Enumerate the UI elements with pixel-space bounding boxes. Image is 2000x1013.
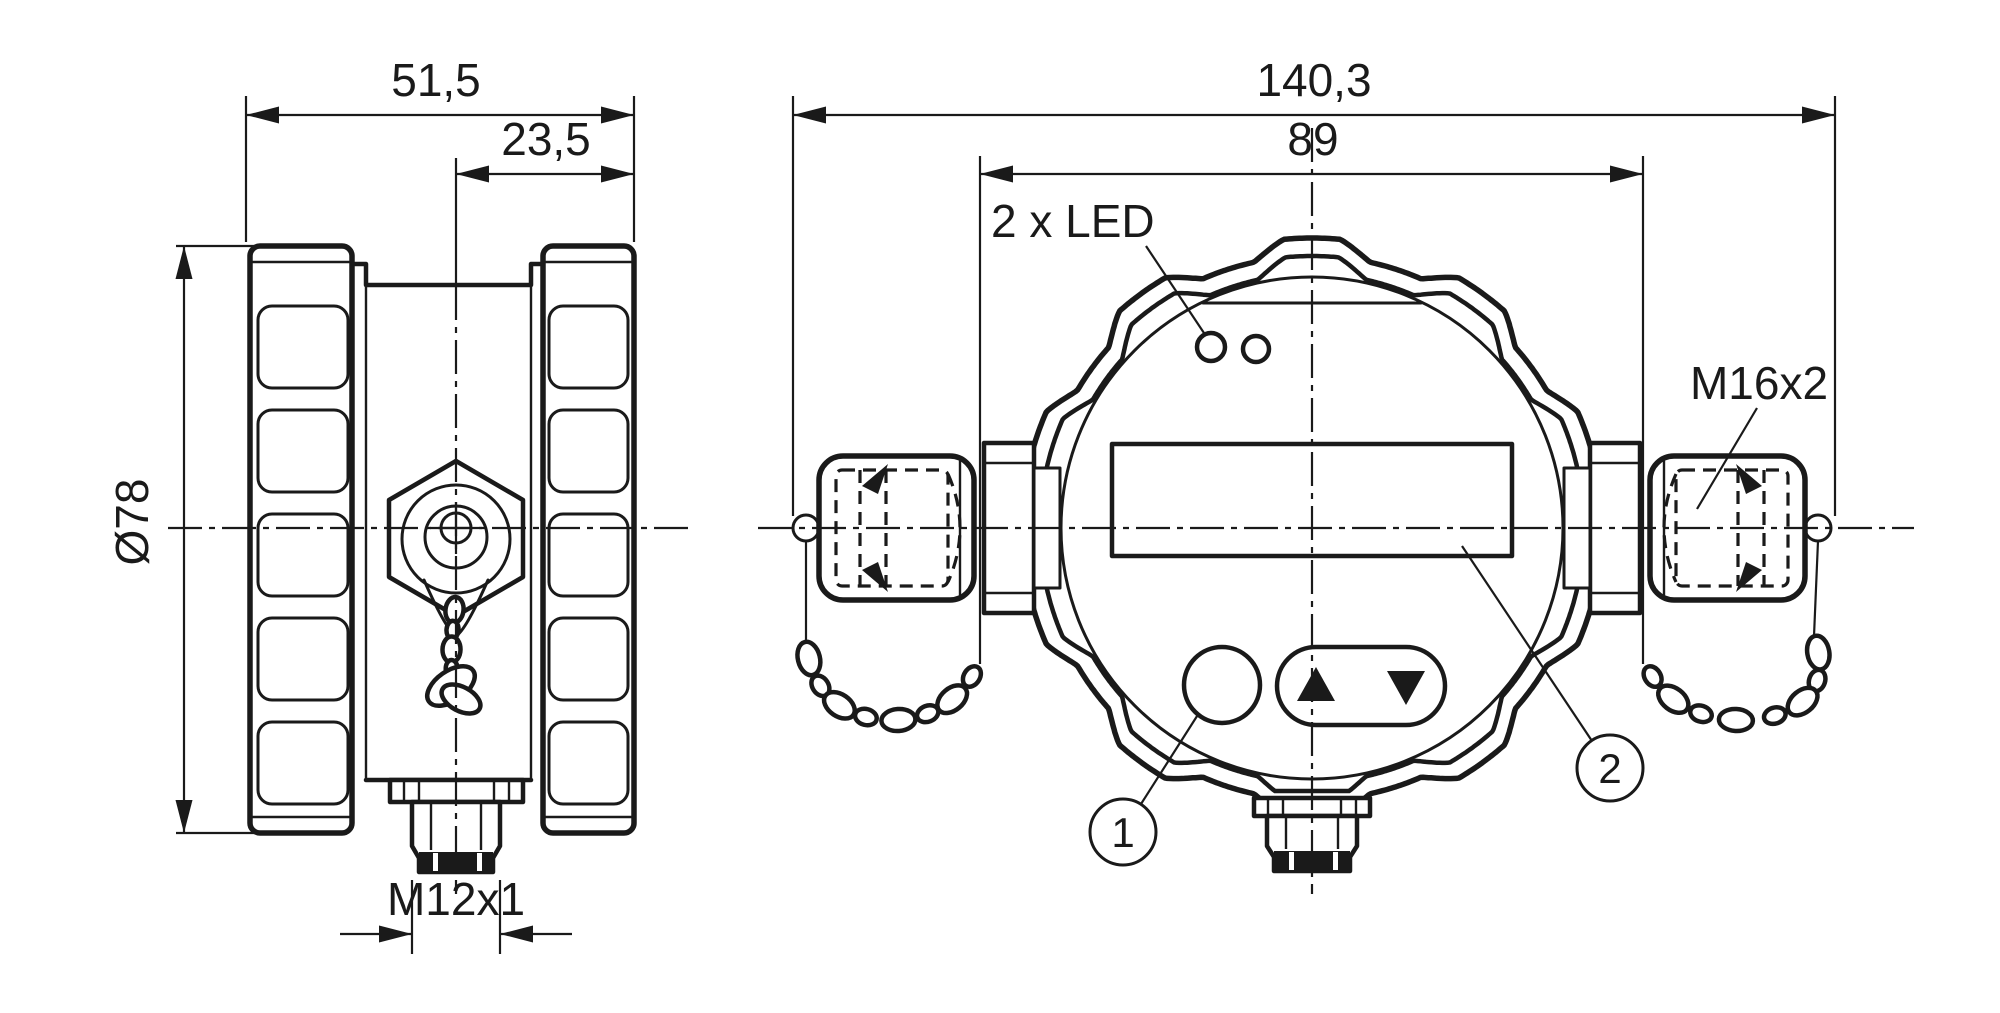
- chain-link: [852, 706, 879, 728]
- callout-2-circle: [1575, 733, 1645, 803]
- cap-chain: [1641, 633, 1832, 734]
- dimension-arrowhead: [175, 246, 193, 279]
- dim-label-m16: M16x2: [1690, 357, 1828, 409]
- chain-link: [795, 639, 823, 678]
- cap-hidden-arrow: [1736, 464, 1762, 494]
- cap-hidden-arrow: [862, 464, 888, 494]
- chain-link: [960, 664, 984, 689]
- knurl-band: [547, 304, 630, 390]
- side-port-assembly: [386, 458, 526, 716]
- left-port-assembly: [791, 440, 1062, 734]
- dimension-arrowhead: [246, 106, 279, 124]
- chain-link: [1716, 706, 1756, 734]
- dim-label-23-5: 23,5: [501, 113, 591, 165]
- cap-chain: [795, 639, 984, 734]
- thread-highlight: [433, 853, 438, 871]
- knurl-band: [256, 304, 350, 390]
- dim-label-51-5: 51,5: [391, 54, 481, 106]
- chain-link: [1656, 683, 1691, 715]
- thread-highlight: [1333, 852, 1338, 870]
- program-button: [1181, 644, 1263, 726]
- chain-link: [879, 706, 918, 734]
- down-arrow-icon: [1387, 671, 1425, 705]
- updown-button-pad: [1274, 644, 1448, 728]
- knurl-band: [547, 616, 630, 702]
- led-leader-line: [1145, 245, 1207, 337]
- knurl-bands-right: [547, 304, 630, 806]
- cap-hidden-arc: [946, 473, 962, 583]
- chain-link: [935, 683, 970, 716]
- dimension-arrowhead: [1802, 106, 1835, 124]
- rear-cap-ring: [540, 243, 637, 836]
- cap-hidden-arrow: [862, 562, 888, 592]
- chain-link: [1641, 664, 1664, 689]
- knurl-band: [256, 616, 350, 702]
- centerlines: [168, 128, 1914, 894]
- callout2-leader-line: [1461, 545, 1593, 742]
- knurl-band: [256, 512, 350, 598]
- knurl-band: [256, 720, 350, 806]
- dim-label-m12: M12x1: [387, 873, 525, 925]
- cap-hidden-arc: [1662, 473, 1678, 583]
- dimension-arrowhead: [793, 106, 826, 124]
- led-indicator-2: [1240, 333, 1272, 365]
- up-arrow-icon: [1297, 667, 1335, 701]
- dimension-arrowhead: [379, 925, 412, 943]
- chain-link: [1761, 705, 1788, 727]
- knurl-bands-left: [256, 304, 350, 806]
- thread-highlight: [1289, 852, 1294, 870]
- side-view: [247, 243, 637, 875]
- m16-leader-line: [1696, 407, 1758, 510]
- led-label: 2 x LED: [991, 195, 1155, 247]
- side-bottom-connector: [387, 777, 526, 875]
- led-indicator-1: [1194, 330, 1228, 364]
- dimension-arrowhead: [175, 800, 193, 833]
- callout-1-label: 1: [1111, 809, 1134, 856]
- housing-top-edge: [349, 261, 546, 288]
- knurl-band: [256, 408, 350, 494]
- knurl-band: [547, 720, 630, 806]
- chain-link: [1804, 633, 1832, 672]
- right-port-assembly: [1562, 440, 1833, 734]
- knurl-band: [547, 512, 630, 598]
- dimension-arrowhead: [980, 165, 1013, 183]
- dim-label-d78: Ø78: [106, 479, 158, 566]
- thread-highlight: [477, 853, 482, 871]
- chain-link: [1688, 703, 1714, 725]
- dimension-arrowhead: [601, 165, 634, 183]
- dim-label-89: 89: [1287, 113, 1338, 165]
- callout-1-circle: [1088, 797, 1158, 867]
- knurl-band: [547, 408, 630, 494]
- dimension-arrowhead: [456, 165, 489, 183]
- chain-end-loop: [439, 682, 483, 716]
- chain-hanger: [1812, 540, 1820, 637]
- dimension-arrows: [175, 106, 1835, 943]
- callout-2-label: 2: [1598, 745, 1621, 792]
- dimension-arrowhead: [1610, 165, 1643, 183]
- dimension-arrowhead: [500, 925, 533, 943]
- dim-label-140-3: 140,3: [1256, 54, 1371, 106]
- chain-link: [1785, 685, 1820, 718]
- cap-hidden-arrow: [1736, 562, 1762, 592]
- callout1-leader-line: [1140, 712, 1200, 805]
- annotation-layer: 1 2 51,5 23,5 Ø78 M12x1 140,3 89 2 x LED…: [106, 54, 1835, 943]
- front-cap-ring: [247, 243, 355, 836]
- dimension-arrowhead: [601, 106, 634, 124]
